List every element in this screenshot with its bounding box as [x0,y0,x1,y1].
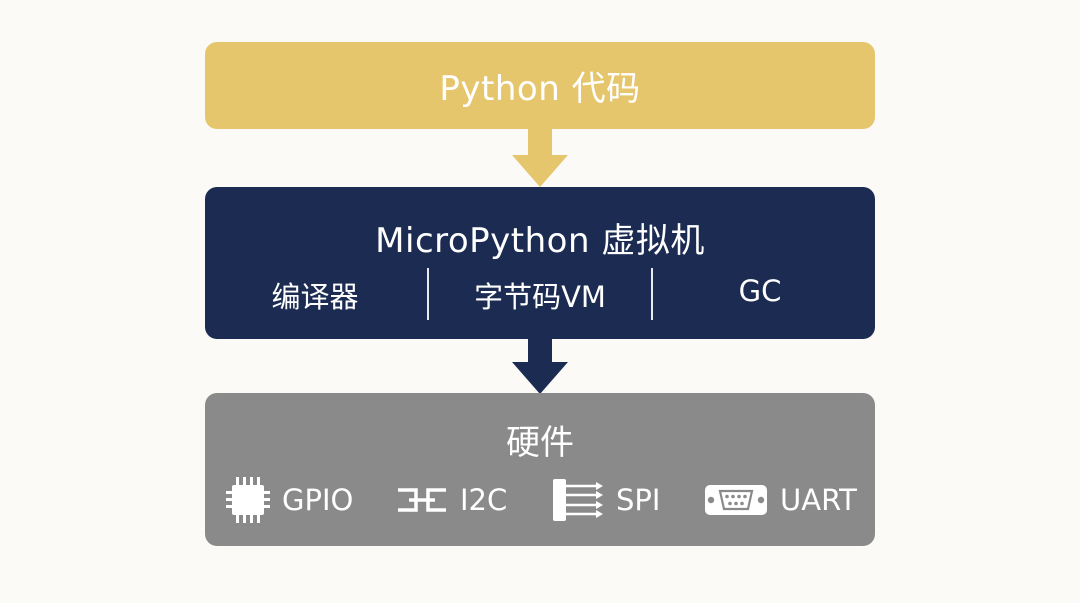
vm-divider [651,268,653,320]
vm-component-gc: GC [738,274,782,308]
python-code-label: Python 代码 [439,69,641,109]
i2c-bus-icon [398,488,446,512]
gpio-label: GPIO [282,483,354,517]
chip-icon [226,477,270,523]
vm-component-bytecode-vm: 字节码VM [474,280,606,314]
serial-port-icon [705,485,767,515]
arrow-down-icon [512,129,568,187]
vm-component-compiler: 编译器 [271,280,359,314]
spi-label: SPI [616,483,661,517]
arrow-down-icon [512,338,568,394]
i2c-label: I2C [460,483,508,517]
interface-uart: UART [704,477,857,523]
uart-label: UART [780,483,857,517]
interface-i2c: I2C [396,477,507,523]
spi-lines-icon [553,479,603,521]
vm-divider [427,268,429,320]
micropython-vm-box: MicroPython 虚拟机 [205,187,875,339]
interface-spi: SPI [552,477,660,523]
hardware-title: 硬件 [506,423,574,463]
hardware-box: 硬件 [205,393,875,546]
vm-title: MicroPython 虚拟机 [375,221,705,261]
interface-gpio: GPIO [226,477,353,523]
python-code-box: Python 代码 [205,42,875,129]
